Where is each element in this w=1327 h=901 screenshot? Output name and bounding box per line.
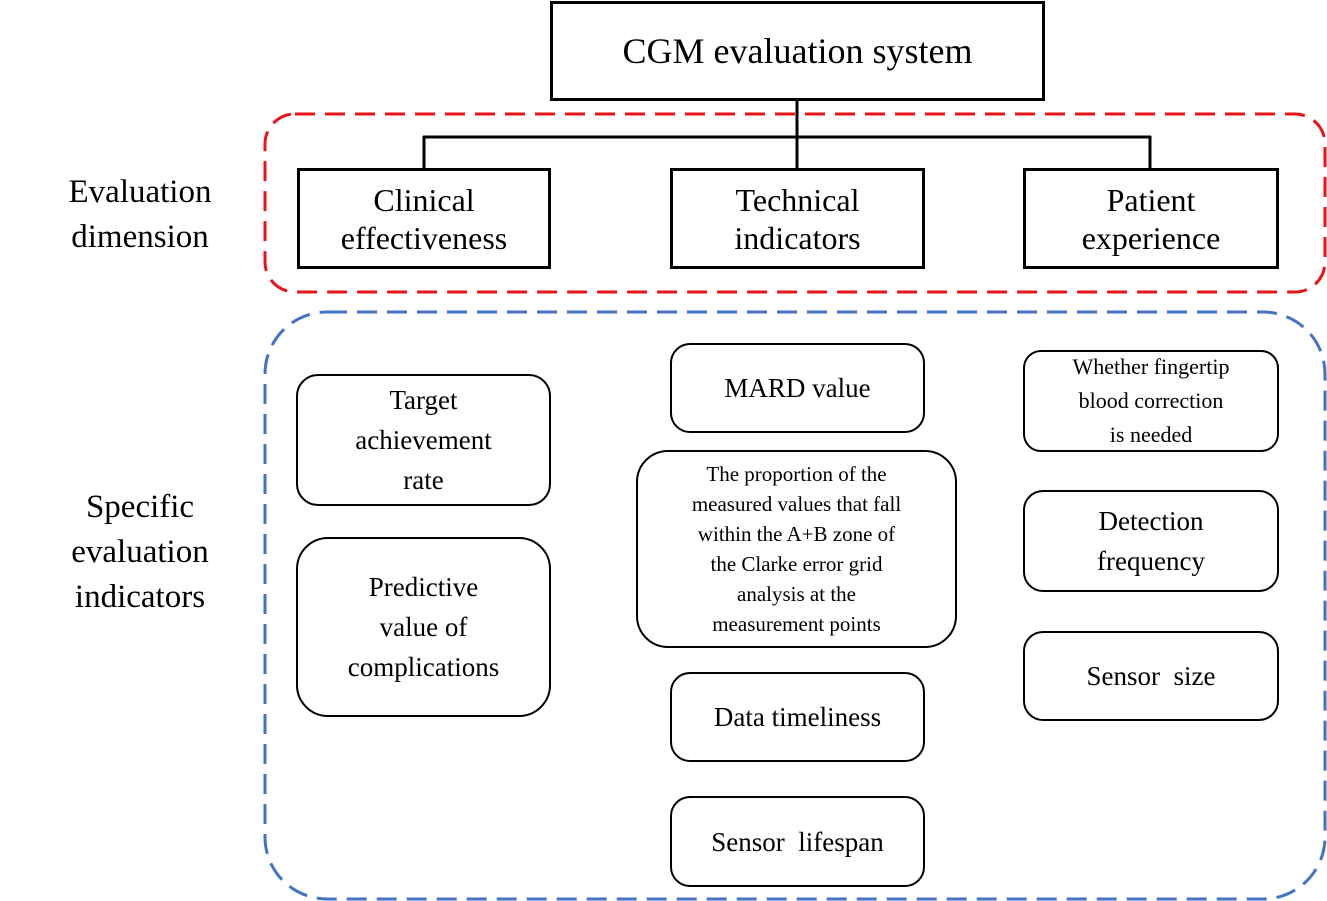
node-line: within the A+B zone of [697, 522, 896, 546]
node-line: The proportion of the [706, 462, 887, 486]
root-node: CGM evaluation system [550, 1, 1045, 101]
node-line: frequency [1097, 546, 1205, 576]
node-line: is needed [1109, 422, 1193, 447]
indicator-data-timeliness: Data timeliness [670, 672, 925, 762]
node-line: rate [403, 465, 444, 495]
indicator-predictive-value-of-complications: Predictive value of complications [296, 537, 551, 717]
node-line: Sensor lifespan [711, 826, 884, 857]
dimension-clinical-effectiveness: Clinical effectiveness [297, 168, 551, 269]
indicator-sensor-lifespan: Sensor lifespan [670, 796, 925, 887]
node-line: Sensor size [1086, 661, 1216, 691]
node-line: Predictive [368, 572, 479, 602]
indicator-fingertip-blood-correction: Whether fingertip blood correction is ne… [1023, 350, 1279, 452]
dimension-label-line: Evaluation [68, 174, 212, 210]
root-label: CGM evaluation system [622, 31, 973, 71]
node-line: achievement [355, 425, 492, 455]
dimension-label-line: dimension [71, 219, 209, 255]
indicator-sensor-size: Sensor size [1023, 631, 1279, 721]
node-line: blood correction [1078, 388, 1224, 413]
indicator-target-achievement-rate: Target achievement rate [296, 374, 551, 506]
indicator-group-outline [263, 310, 1327, 901]
indicators-label-line: indicators [74, 579, 206, 615]
node-line: complications [347, 652, 500, 682]
node-line: the Clarke error grid [710, 552, 883, 576]
node-line: measured values that fall [691, 492, 902, 516]
node-line: MARD value [724, 373, 871, 403]
node-line: Target [389, 385, 458, 415]
node-line: value of [379, 612, 468, 642]
node-line: Patient [1106, 181, 1196, 218]
node-line: effectiveness [340, 219, 508, 256]
indicator-clarke-error-grid-proportion: The proportion of the measured values th… [636, 450, 957, 648]
indicator-mard-value: MARD value [670, 343, 925, 433]
node-line: indicators [734, 219, 861, 256]
node-line: Clinical [373, 181, 475, 218]
node-line: Technical [735, 181, 860, 218]
indicators-label-line: Specific [85, 489, 195, 525]
indicators-label-line: evaluation [71, 534, 209, 570]
node-line: experience [1081, 219, 1221, 256]
node-line: Whether fingertip [1072, 354, 1230, 379]
dimension-group-outline [263, 112, 1327, 294]
node-line: Detection [1098, 506, 1204, 536]
dimension-patient-experience: Patient experience [1023, 168, 1279, 269]
evaluation-dimension-label: Evaluation dimension [30, 170, 250, 260]
specific-indicators-label: Specific evaluation indicators [30, 485, 250, 620]
indicator-detection-frequency: Detection frequency [1023, 490, 1279, 592]
node-line: measurement points [712, 612, 881, 636]
node-line: Data timeliness [713, 702, 882, 732]
node-line: analysis at the [737, 582, 856, 606]
dimension-technical-indicators: Technical indicators [670, 168, 925, 269]
